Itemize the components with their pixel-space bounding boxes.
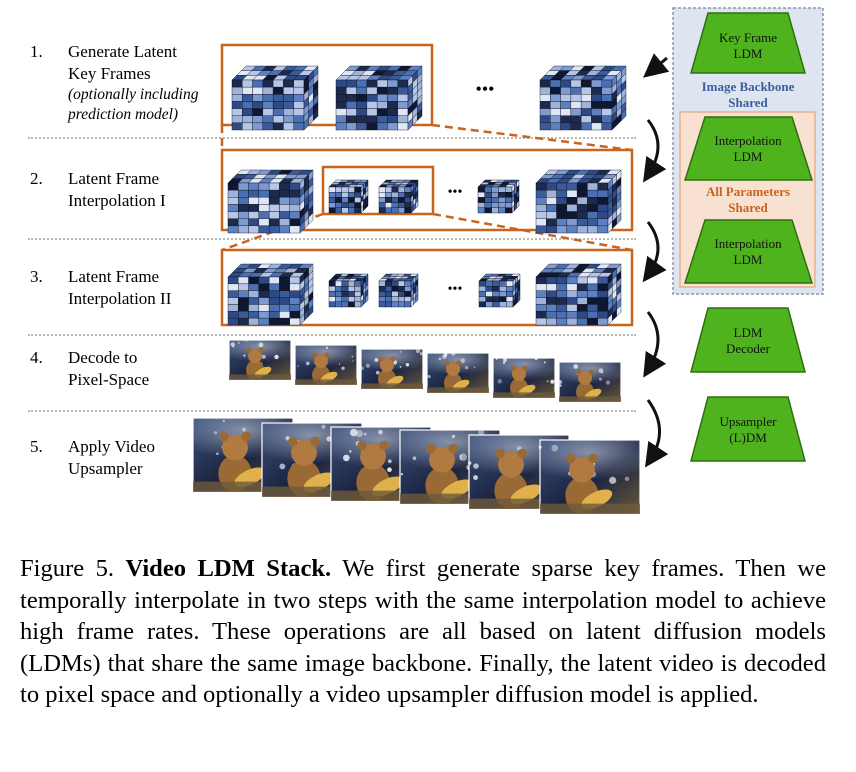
step-title-line2: Key Frames	[68, 64, 151, 83]
video-frame-thumbnail	[360, 348, 424, 390]
arrow-row1-to-row2	[643, 119, 667, 183]
video-frame-thumbnail	[558, 361, 622, 403]
step-title-line1: Latent Frame	[68, 267, 160, 286]
figure-caption: Figure 5. Video LDM Stack. We first gene…	[20, 553, 826, 711]
shared-label-line1: All Parameters	[706, 184, 790, 199]
latent-cube	[477, 179, 520, 214]
keyframe-ldm-line1: Key Frame	[719, 30, 777, 45]
keyframe-ldm-line2: LDM	[734, 46, 763, 61]
caption-body: We first generate sparse key frames. The…	[20, 555, 826, 708]
upsampler-block: Upsampler (L)DM	[690, 396, 806, 462]
latent-cube	[539, 65, 627, 131]
row2-outer-frame	[220, 148, 634, 232]
step-note-line1: (optionally including	[68, 86, 199, 103]
step-title-line1: Decode to	[68, 348, 138, 367]
latent-cube	[378, 179, 419, 214]
step-title-line1: Generate Latent	[68, 42, 178, 61]
row-separator	[28, 137, 636, 139]
latent-cubes	[227, 65, 627, 326]
decoder-line1: LDM	[734, 325, 763, 340]
latent-cube	[227, 169, 314, 234]
step-number: 2.	[30, 169, 43, 188]
row-separator	[28, 238, 636, 240]
latent-cube	[227, 263, 314, 326]
interp1-line2: LDM	[734, 149, 763, 164]
latent-cube	[478, 273, 521, 308]
shared-label-line2: Shared	[728, 200, 768, 215]
arrow-row2-to-row3	[642, 221, 667, 283]
diagram-graphics: Image Backbone Shared All Parameters Sha…	[192, 7, 824, 515]
latent-cube	[335, 65, 423, 131]
step-title-line2: Pixel-Space	[68, 370, 150, 389]
arrow-row4-to-row5	[645, 399, 669, 468]
interp2-line2: LDM	[734, 252, 763, 267]
step-title-line2: Interpolation II	[68, 289, 172, 308]
latent-cube	[378, 273, 419, 308]
video-frame-thumbnail	[294, 344, 358, 386]
interp1-line1: Interpolation	[714, 133, 782, 148]
interpolation-ldm-block-2: Interpolation LDM	[683, 219, 814, 284]
step-number: 1.	[30, 42, 43, 61]
backbone-label-line1: Image Backbone	[702, 79, 795, 94]
ellipsis-row3: •••	[448, 282, 463, 297]
step-note-line2: prediction model)	[68, 106, 179, 123]
step-title-line2: Upsampler	[68, 459, 143, 478]
step-title-line1: Latent Frame	[68, 169, 160, 188]
zoom-connector	[431, 123, 633, 152]
decoder-line2: Decoder	[726, 341, 771, 356]
ellipsis-row2: •••	[448, 185, 463, 200]
upsampler-line1: Upsampler	[719, 414, 777, 429]
video-frame-thumbnail	[228, 339, 292, 381]
arrow-row3-to-row4	[643, 311, 667, 378]
interp2-line1: Interpolation	[714, 236, 782, 251]
latent-cube	[231, 65, 319, 131]
zoom-connector	[432, 212, 633, 252]
row2-selection-frame	[321, 165, 435, 216]
arrow-keyframe-to-row1	[643, 53, 670, 78]
row-separator	[28, 334, 636, 336]
caption-title: Video LDM Stack.	[125, 555, 332, 582]
latent-cube	[535, 263, 622, 326]
decoded-frames	[192, 339, 641, 515]
latent-cube	[535, 169, 622, 234]
video-frame-thumbnail	[492, 357, 556, 399]
interpolation-ldm-block-1: Interpolation LDM	[683, 116, 814, 181]
ldm-decoder-block: LDM Decoder	[690, 307, 806, 373]
upsampler-line2: (L)DM	[729, 430, 767, 445]
step-title-line1: Apply Video	[68, 437, 155, 456]
step-number: 3.	[30, 267, 43, 286]
video-frame-thumbnail	[426, 351, 490, 394]
row3-outer-frame	[220, 248, 634, 327]
caption-label: Figure 5.	[20, 555, 115, 582]
backbone-label-line2: Shared	[728, 95, 768, 110]
keyframe-ldm-block: Key Frame LDM	[690, 12, 806, 74]
video-ldm-stack-diagram: 1. Generate Latent Key Frames (optionall…	[28, 7, 824, 515]
latent-cube	[328, 273, 369, 308]
video-frame-thumbnail	[538, 439, 641, 515]
row-separator	[28, 410, 636, 412]
step-number: 5.	[30, 437, 43, 456]
step-number: 4.	[30, 348, 43, 367]
step-title-line2: Interpolation I	[68, 191, 166, 210]
ellipsis-row1: •••	[476, 79, 495, 99]
latent-cube	[328, 179, 369, 214]
row1-selection-frame	[220, 43, 434, 127]
